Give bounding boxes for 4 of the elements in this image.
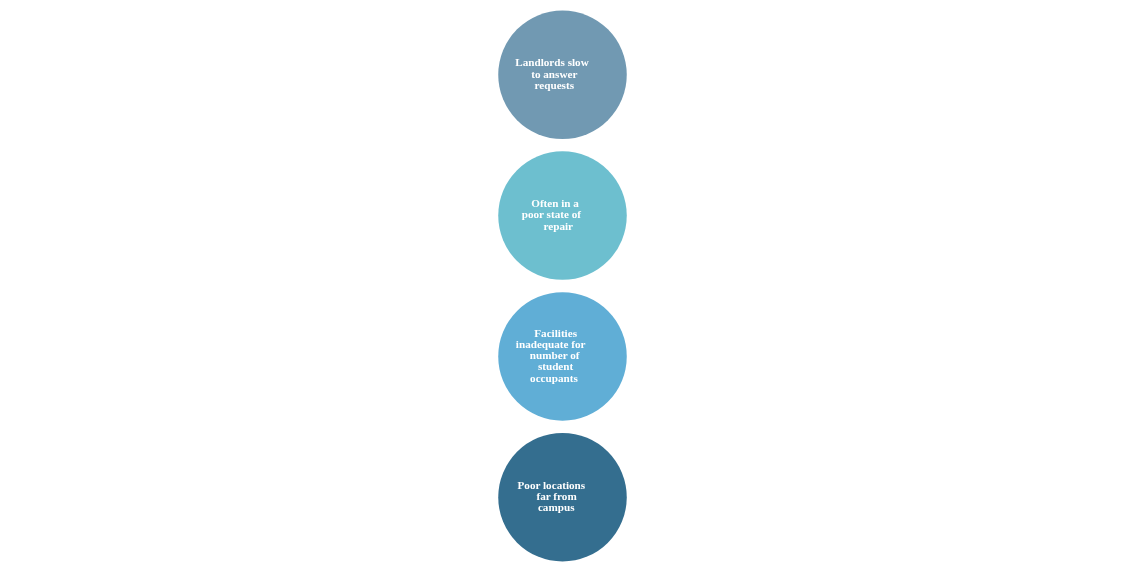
node-circle: Often in a poor state of repair [497,151,627,280]
node-circle: Facilities inadequate for number of student occupants [497,292,627,421]
node-circle: Landlords slow to answer requests [497,10,627,140]
node-circle: Poor locations far from campus [497,432,627,562]
